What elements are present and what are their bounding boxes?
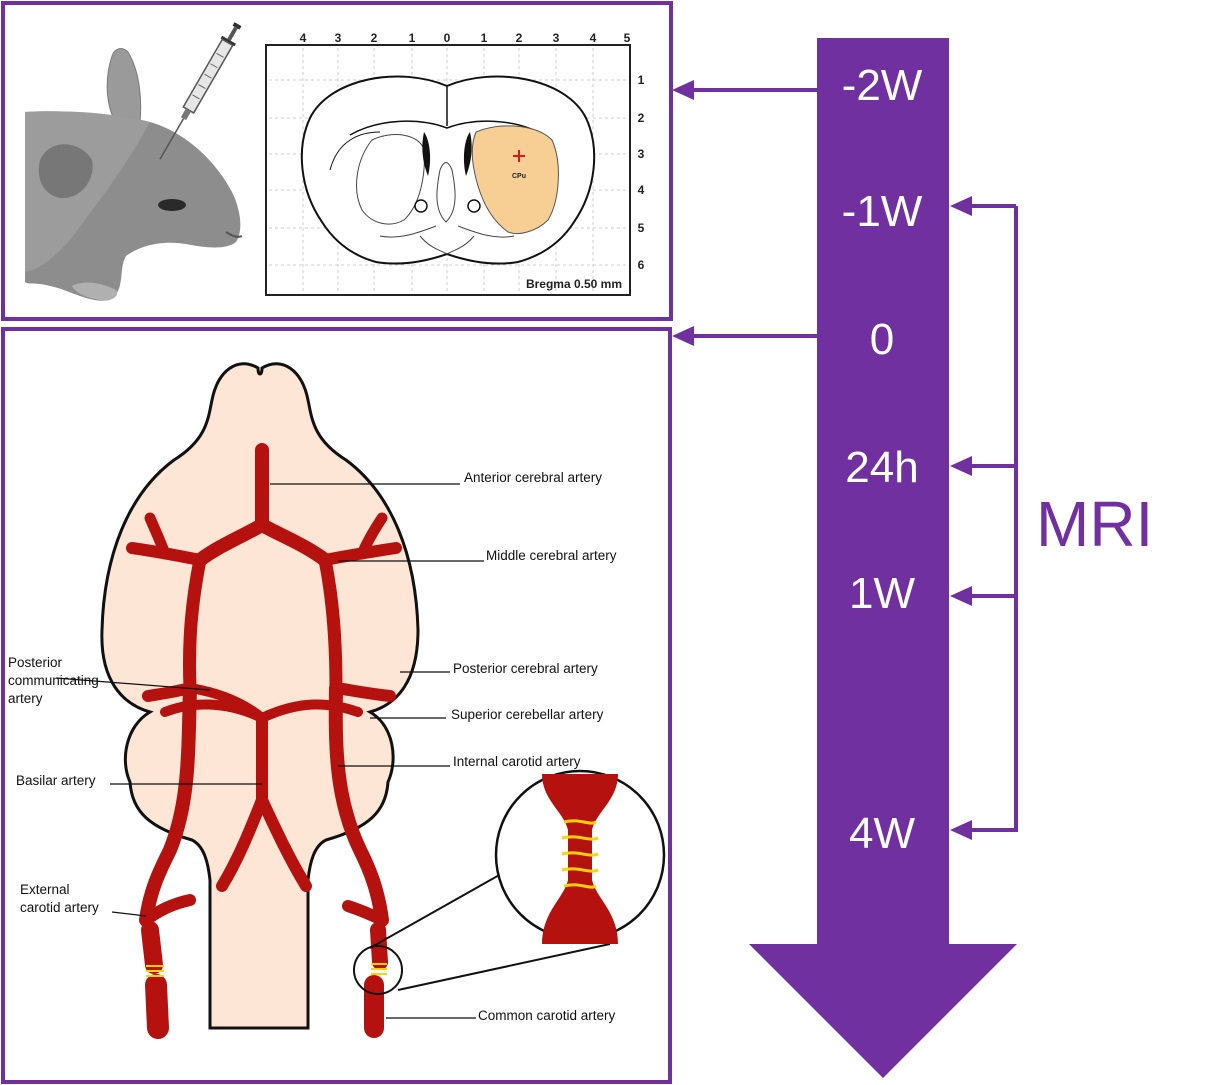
bregma-label: Bregma 0.50 mm (526, 277, 622, 291)
artery-network (126, 443, 402, 1039)
suture-ligatures (146, 963, 387, 977)
atlas-side-tick: 2 (638, 111, 645, 125)
zoom-circle (494, 769, 666, 944)
label-posterior-communicating-artery: communicating (8, 673, 99, 688)
arrowhead-left (672, 80, 694, 100)
label-posterior-communicating-artery: Posterior (8, 655, 63, 670)
atlas-side-tick: 6 (638, 258, 645, 272)
atlas-top-tick: 1 (481, 31, 488, 45)
label-internal-carotid-artery: Internal carotid artery (453, 754, 581, 769)
cpu-label: CPu (512, 173, 526, 180)
timeline: -2W -1W 0 24h 1W 4W MRI (672, 38, 1153, 1078)
arrowhead-left (950, 586, 972, 606)
arrowhead-left (950, 196, 972, 216)
label-superior-cerebellar-artery: Superior cerebellar artery (451, 707, 604, 722)
atlas-top-tick: 3 (335, 31, 342, 45)
panel-pointer-arrows (690, 88, 817, 338)
label-anterior-cerebral-artery: Anterior cerebral artery (464, 470, 602, 485)
timepoint-label: -1W (842, 187, 923, 236)
arrowhead-left (672, 326, 694, 346)
atlas-side-tick: 1 (638, 73, 645, 87)
atlas-top-tick: 4 (300, 31, 307, 45)
timepoint-label: 24h (845, 443, 918, 492)
brain-outline (100, 362, 420, 1030)
ligation-site-circle (353, 945, 403, 995)
injection-target-icon (513, 150, 525, 162)
label-external-carotid-artery: carotid artery (20, 900, 99, 915)
bottom-panel: Anterior cerebral artery Middle cerebral… (1, 327, 672, 1084)
arrowhead-left (950, 456, 972, 476)
label-middle-cerebral-artery: Middle cerebral artery (486, 548, 617, 563)
coronal-section: 4 3 2 1 0 1 2 3 4 5 1 2 3 4 5 6 CPu (265, 31, 645, 296)
label-common-carotid-artery: Common carotid artery (478, 1008, 616, 1023)
leader-lines (55, 483, 484, 1019)
atlas-top-tick: 5 (624, 31, 631, 45)
atlas-top-tick: 2 (516, 31, 523, 45)
top-panel: 4 3 2 1 0 1 2 3 4 5 1 2 3 4 5 6 CPu (1, 1, 673, 321)
atlas-top-tick: 0 (444, 31, 451, 45)
syringe-icon (159, 22, 242, 160)
arrowhead-left (950, 820, 972, 840)
label-posterior-communicating-artery: artery (8, 691, 43, 706)
timepoint-label: 1W (849, 569, 915, 618)
mri-label: MRI (1036, 488, 1153, 560)
timepoint-label: -2W (842, 61, 923, 110)
timeline-arrow (749, 38, 1017, 1078)
atlas-side-tick: 3 (638, 147, 645, 161)
timepoint-label: 4W (849, 809, 915, 858)
cpu-region (471, 125, 559, 234)
atlas-top-tick: 1 (409, 31, 416, 45)
label-external-carotid-artery: External (20, 882, 70, 897)
atlas-top-tick: 2 (371, 31, 378, 45)
atlas-side-tick: 5 (638, 221, 645, 235)
atlas-top-tick: 4 (590, 31, 597, 45)
mri-bracket (968, 204, 1018, 832)
label-basilar-artery: Basilar artery (16, 773, 96, 788)
atlas-top-tick: 3 (553, 31, 560, 45)
mouse-photo (25, 48, 243, 301)
timepoint-label: 0 (870, 315, 894, 364)
label-posterior-cerebral-artery: Posterior cerebral artery (453, 661, 598, 676)
atlas-side-tick: 4 (638, 183, 645, 197)
